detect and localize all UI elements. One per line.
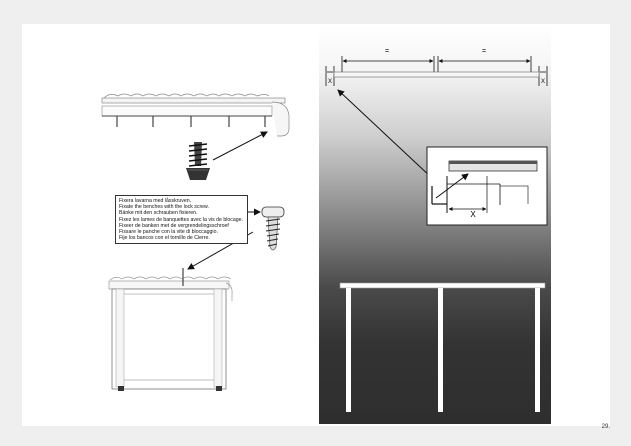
detail-gap-label: X: [470, 210, 476, 219]
self-tapping-screw-icon: [261, 206, 285, 251]
instruction-line: Fixeer de banken met de vergrendelingssc…: [119, 222, 229, 229]
instruction-text-box: Fixera lavarna med låsskruven. Fixate th…: [115, 195, 248, 245]
gap-right-label: X: [541, 79, 545, 85]
instruction-line: Fissare le panche con la vite di bloccag…: [119, 229, 218, 236]
arrow-to-gap: [337, 89, 433, 179]
instruction-line: Bänke mit den schrauben fixieren.: [119, 210, 198, 217]
bench-profile-top: [101, 93, 290, 137]
bench-frame-front: [108, 268, 233, 391]
arrow-to-bench: [212, 131, 268, 161]
instruction-line: Fixate the benches with the lock screw.: [119, 204, 209, 211]
bench-table: [339, 282, 546, 412]
page-number: 29.: [601, 424, 610, 430]
gap-detail-box: X: [426, 146, 548, 226]
equal-left-label: =: [385, 48, 389, 55]
bench-bar-wall: X X: [325, 66, 548, 86]
instruction-line: Fixez les lames de banquettes avec la vi…: [119, 216, 243, 223]
equal-right-label: =: [482, 48, 486, 55]
instruction-line: Fixera lavarna med låsskruven.: [119, 198, 192, 204]
instruction-line: Fije los bancos con el tornillo de Cierr…: [119, 235, 210, 242]
gap-left-label: X: [328, 79, 332, 85]
lock-screw-icon: [186, 142, 210, 180]
